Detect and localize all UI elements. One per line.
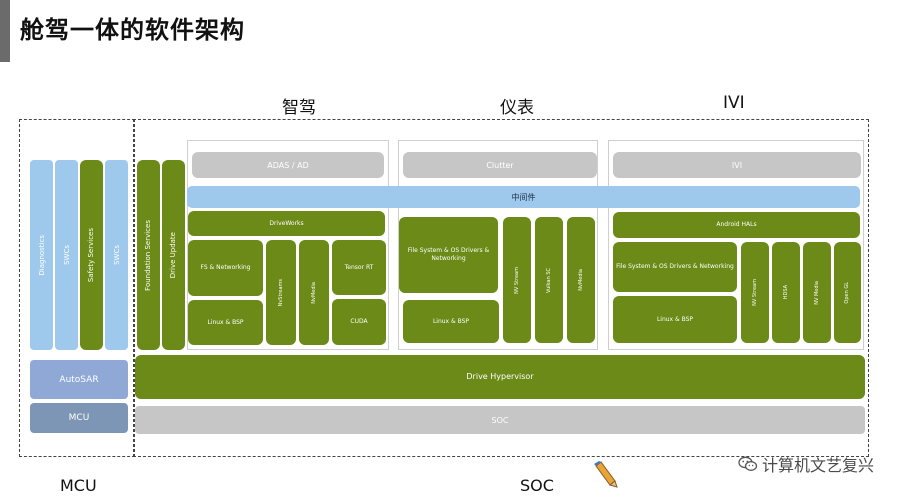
adas-app-block: ADAS / AD [192, 152, 384, 178]
ivi-hdsa-label: HDSA [782, 285, 789, 300]
mcu-swcs-block-1: SWCs [55, 160, 78, 350]
cluster-app-block: Clutter [403, 152, 597, 178]
middleware-bar: 中间件 [187, 186, 860, 208]
adas-fs-networking-block: FS & Networking [188, 240, 263, 296]
adas-nvmedia-label: NvMedia [310, 281, 317, 304]
ivi-nv-media-block: NV Media [803, 242, 831, 343]
android-hals-block: Android HALs [613, 212, 860, 238]
wechat-icon [738, 456, 758, 472]
cluster-nvmedia-block: NvMedia [567, 217, 595, 343]
soc-container [133, 119, 869, 457]
ivi-open-gl-label: Open GL [844, 281, 851, 304]
mcu-swcs-block-2: SWCs [105, 160, 128, 350]
cluster-nv-stream-block: NV Stream [503, 217, 531, 343]
section-title-cluster: 仪表 [500, 98, 534, 118]
drive-hypervisor-block: Drive Hypervisor [135, 355, 865, 399]
adas-nvstreams-block: NvStreams [266, 240, 296, 345]
ivi-linux-bsp-block: Linux & BSP [613, 296, 737, 343]
cluster-nv-stream-label: NV Stream [513, 266, 520, 294]
tensor-rt-block: Tensor RT [332, 240, 386, 295]
ivi-nv-stream-block: NV Stream [741, 242, 769, 343]
mcu-safety-services-block: Safety Services [80, 160, 103, 350]
drive-update-label: Drive Update [168, 231, 177, 279]
adas-nvmedia-block: NvMedia [299, 240, 329, 345]
drive-update-block: Drive Update [162, 160, 185, 350]
autosar-block: AutoSAR [30, 360, 128, 399]
cluster-fs-drivers-block: File System & OS Drivers & Networking [399, 217, 498, 293]
cluster-vulkan-label: Vulkan SC [545, 267, 552, 293]
mcu-block: MCU [30, 403, 128, 433]
page-title: 舱驾一体的软件架构 [20, 16, 245, 44]
ivi-nv-media-label: NV Media [813, 280, 820, 305]
mcu-safety-services-label: Safety Services [86, 227, 95, 283]
ivi-open-gl-block: Open GL [834, 242, 861, 343]
adas-linux-bsp-block: Linux & BSP [188, 300, 263, 345]
mcu-label: MCU [60, 476, 97, 495]
title-accent-bar [0, 0, 10, 62]
watermark-text: 计算机文艺复兴 [761, 456, 874, 475]
mcu-swcs-label-2: SWCs [112, 245, 121, 265]
soc-label: SOC [520, 476, 554, 495]
cluster-vulkan-block: Vulkan SC [535, 217, 563, 343]
watermark: 计算机文艺复兴 [738, 452, 874, 476]
ivi-app-block: IVI [613, 152, 861, 178]
pencil-icon [592, 460, 618, 488]
mcu-diagnostics-label: Diagnostics [37, 234, 46, 276]
foundation-services-block: Foundation Services [137, 160, 160, 350]
cuda-block: CUDA [332, 299, 386, 345]
cluster-nvmedia-label: NvMedia [577, 269, 584, 291]
section-title-ivi: IVI [723, 93, 745, 113]
ivi-nv-stream-label: NV Stream [751, 279, 758, 306]
cluster-linux-bsp-block: Linux & BSP [403, 300, 499, 343]
foundation-services-label: Foundation Services [143, 219, 152, 291]
ivi-fs-drivers-block: File System & OS Drivers & Networking [613, 242, 737, 292]
mcu-container [19, 119, 135, 457]
mcu-diagnostics-block: Diagnostics [30, 160, 53, 350]
section-title-adas: 智驾 [282, 98, 316, 118]
mcu-swcs-label-1: SWCs [62, 245, 71, 265]
ivi-hdsa-block: HDSA [772, 242, 800, 343]
soc-block: SOC [135, 406, 865, 434]
adas-nvstreams-label: NvStreams [277, 278, 284, 307]
driveworks-block: DriveWorks [188, 211, 385, 236]
